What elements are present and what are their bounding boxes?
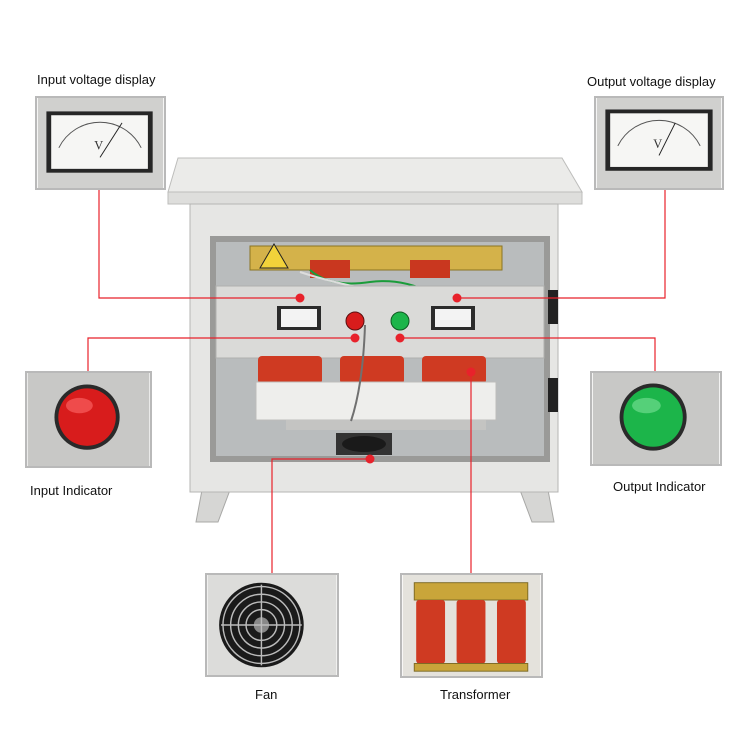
output-indicator-thumbnail xyxy=(590,371,722,466)
fan-label: Fan xyxy=(255,687,278,702)
output-voltmeter-thumbnail: V xyxy=(594,96,724,190)
fan-callout-line xyxy=(271,458,370,573)
input-display-callout-line xyxy=(98,190,300,299)
output-voltage-display-label: Output voltage display xyxy=(587,74,716,89)
output-display-callout-line xyxy=(457,190,666,299)
input-display-marker-dot xyxy=(295,293,305,303)
transformer-thumbnail xyxy=(400,573,543,678)
input-indicator-marker-dot xyxy=(350,333,360,343)
input-indicator-callout-line xyxy=(87,337,355,371)
transformer-marker-dot xyxy=(466,367,476,377)
fan-thumbnail xyxy=(205,573,339,677)
input-indicator-thumbnail xyxy=(25,371,152,468)
fan-marker-dot xyxy=(365,454,375,464)
stabilizer-cabinet xyxy=(167,157,583,523)
input-voltmeter-symbol: V xyxy=(94,139,103,153)
transformer-icon xyxy=(413,582,529,672)
input-voltmeter-thumbnail: V xyxy=(35,96,166,190)
output-indicator-marker-dot xyxy=(395,333,405,343)
output-indicator-callout-line xyxy=(400,337,656,371)
output-display-marker-dot xyxy=(452,293,462,303)
transformer-label: Transformer xyxy=(440,687,511,702)
output-indicator-label: Output Indicator xyxy=(613,479,706,494)
input-indicator-label: Input Indicator xyxy=(30,483,113,498)
input-voltage-display-label: Input voltage display xyxy=(37,72,156,87)
fan-icon xyxy=(219,582,304,668)
output-voltmeter-symbol: V xyxy=(653,137,662,151)
